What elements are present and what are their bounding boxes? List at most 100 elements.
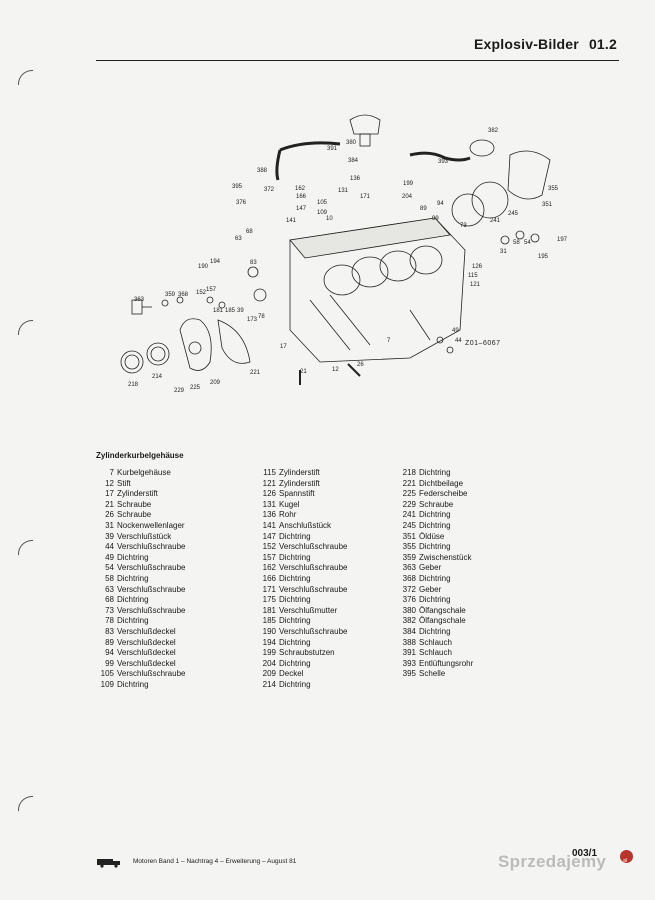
part-label: Verschlußdeckel bbox=[117, 658, 176, 668]
part-number: 355 bbox=[402, 542, 416, 552]
part-label: Dichtring bbox=[419, 595, 451, 605]
part-number: 171 bbox=[262, 584, 276, 594]
part-label: Schraube bbox=[117, 510, 152, 520]
callout-21: 21 bbox=[300, 369, 307, 375]
callout-26: 26 bbox=[357, 362, 364, 368]
part-label: Verschlußschraube bbox=[117, 563, 186, 573]
part-label: Dichtring bbox=[279, 616, 311, 626]
part-label: Federscheibe bbox=[419, 489, 468, 499]
part-number: 393 bbox=[402, 658, 416, 668]
part-label: Dichtbeilage bbox=[419, 478, 464, 488]
part-number: 141 bbox=[262, 520, 276, 530]
part-number: 221 bbox=[402, 478, 416, 488]
part-number: 204 bbox=[262, 658, 276, 668]
part-number: 105 bbox=[100, 669, 114, 679]
callout-141: 141 bbox=[286, 218, 297, 224]
part-label: Zylinderstift bbox=[279, 478, 320, 488]
part-label: Schraube bbox=[117, 499, 152, 509]
part-label: Dichtring bbox=[117, 595, 149, 605]
part-label: Zwischenstück bbox=[419, 552, 472, 562]
part-label: Kurbelgehäuse bbox=[117, 468, 171, 477]
part-label: Dichtring bbox=[279, 595, 311, 605]
header-rule bbox=[96, 60, 619, 61]
filter-canister bbox=[507, 150, 551, 200]
part-label: Zylinderstift bbox=[279, 468, 320, 477]
part-label: Dichtring bbox=[279, 679, 311, 689]
part-number: 162 bbox=[262, 563, 276, 573]
part-label: Geber bbox=[419, 584, 442, 594]
part-label: Verschlußdeckel bbox=[117, 648, 176, 658]
part-label: Dichtring bbox=[279, 658, 311, 668]
part-number: 199 bbox=[262, 648, 276, 658]
part-label: Ölfangschale bbox=[419, 605, 466, 615]
part-number: 245 bbox=[402, 520, 416, 530]
part-label: Schraubstutzen bbox=[279, 648, 335, 658]
part-label: Dichtring bbox=[279, 531, 311, 541]
part-number: 190 bbox=[262, 626, 276, 636]
callout-218: 218 bbox=[128, 382, 139, 388]
part-label: Geber bbox=[419, 563, 442, 573]
part-label: Dichtring bbox=[419, 468, 451, 477]
part-number: 115 bbox=[263, 468, 276, 477]
part-label: Verschlußschraube bbox=[279, 584, 348, 594]
part-number: 384 bbox=[402, 626, 416, 636]
hose-left bbox=[279, 141, 341, 152]
front-cover bbox=[179, 318, 212, 371]
part-number: 31 bbox=[105, 520, 114, 530]
callout-105: 105 bbox=[317, 200, 328, 206]
callout-157: 157 bbox=[206, 287, 217, 293]
part-label: Entlüftungsrohr bbox=[419, 658, 474, 668]
part-label: Verschlußschraube bbox=[279, 563, 348, 573]
callout-89: 89 bbox=[420, 206, 427, 212]
callout-355: 355 bbox=[548, 186, 559, 192]
part-label: Verschlußschraube bbox=[117, 584, 186, 594]
part-label: Verschlußmutter bbox=[279, 605, 338, 615]
part-label: Schraube bbox=[419, 499, 454, 509]
part-label: Verschlußschraube bbox=[279, 626, 348, 636]
part-label: Dichtring bbox=[419, 626, 451, 636]
part-label: Ölfangschale bbox=[419, 616, 466, 626]
callout-44: 44 bbox=[455, 338, 462, 344]
binder-hole bbox=[18, 540, 33, 555]
callout-384: 384 bbox=[348, 158, 359, 164]
callout-49: 49 bbox=[452, 328, 459, 334]
part-number: 78 bbox=[105, 616, 114, 626]
part-label: Dichtring bbox=[419, 510, 451, 520]
page-number: 003/1 bbox=[572, 848, 598, 859]
binder-hole bbox=[18, 70, 33, 85]
part-label: Schelle bbox=[419, 669, 446, 679]
callout-197: 197 bbox=[557, 237, 568, 243]
part-label: Spannstift bbox=[279, 489, 315, 499]
part-label: Öldüse bbox=[419, 531, 445, 541]
callout-395: 395 bbox=[232, 184, 243, 190]
part-number: 54 bbox=[105, 563, 114, 573]
part-number: 26 bbox=[105, 510, 114, 520]
part-label: Nockenwellenlager bbox=[117, 520, 185, 530]
callout-94: 94 bbox=[437, 201, 444, 207]
